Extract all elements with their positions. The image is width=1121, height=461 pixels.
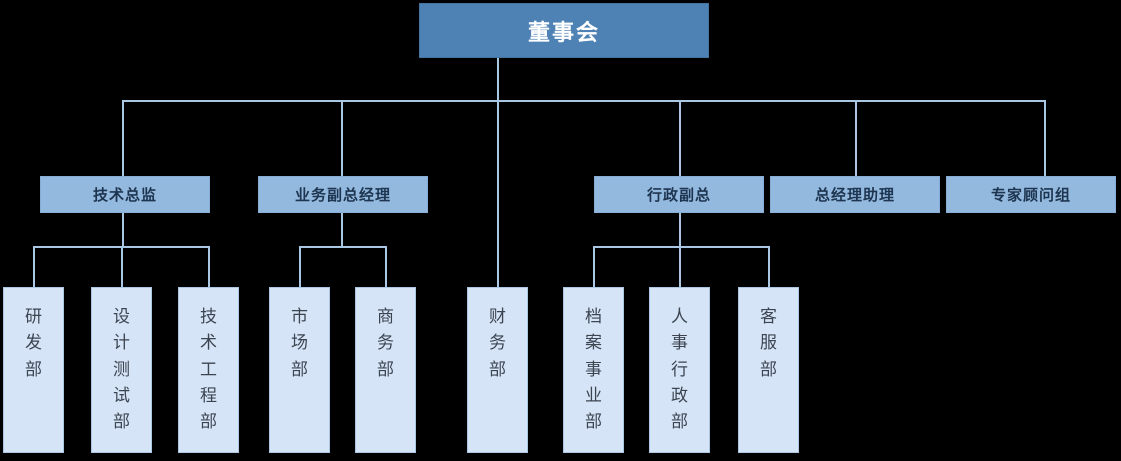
- node-finance-dept[interactable]: 财 务 部: [467, 287, 528, 453]
- connector-stem-admin-vp: [679, 213, 681, 246]
- connector-bus-admin-vp: [593, 246, 770, 248]
- node-label: 技 术 工 程 部: [200, 307, 217, 432]
- node-marketing-dept[interactable]: 市 场 部: [269, 287, 330, 453]
- node-gm-assistant[interactable]: 总经理助理: [770, 176, 940, 213]
- node-tech-director[interactable]: 技术总监: [40, 176, 210, 213]
- connector-bus-business-vp: [299, 246, 387, 248]
- node-label: 总经理助理: [814, 187, 895, 204]
- connector-drop-customer-service-dept: [768, 246, 770, 287]
- node-label: 客 服 部: [760, 307, 777, 379]
- connector-drop-marketing-dept: [299, 246, 301, 287]
- node-label: 董事会: [527, 19, 600, 45]
- connector-drop-design-test-dept: [121, 246, 123, 287]
- connector-drop-tech-engineering-dept: [208, 246, 210, 287]
- connector-drop-rd-dept: [33, 246, 35, 287]
- node-label: 技术总监: [92, 187, 157, 204]
- node-label: 档 案 事 业 部: [585, 307, 602, 432]
- connector-root-stem: [497, 58, 499, 102]
- node-expert-advisory-group[interactable]: 专家顾问组: [946, 176, 1116, 213]
- node-label: 财 务 部: [489, 307, 506, 379]
- connector-stem-business-vp: [341, 213, 343, 246]
- node-rd-dept[interactable]: 研 发 部: [3, 287, 64, 453]
- node-label: 市 场 部: [291, 307, 308, 379]
- node-board-of-directors[interactable]: 董事会: [419, 3, 709, 58]
- connector-drop-admin-vp: [679, 100, 681, 176]
- connector-drop-business-vp: [341, 100, 343, 176]
- node-label: 研 发 部: [25, 307, 42, 379]
- node-commerce-dept[interactable]: 商 务 部: [355, 287, 416, 453]
- node-label: 行政副总: [646, 187, 711, 204]
- node-business-vp[interactable]: 业务副总经理: [258, 176, 428, 213]
- node-label: 人 事 行 政 部: [671, 307, 688, 432]
- connector-drop-gm-assistant: [855, 100, 857, 176]
- node-label: 业务副总经理: [294, 187, 391, 204]
- node-customer-service-dept[interactable]: 客 服 部: [738, 287, 799, 453]
- connector-stem-tech-director: [122, 213, 124, 246]
- node-design-test-dept[interactable]: 设 计 测 试 部: [91, 287, 152, 453]
- connector-drop-tech-director: [122, 100, 124, 176]
- connector-drop-archives-dept: [593, 246, 595, 287]
- node-admin-vp[interactable]: 行政副总: [594, 176, 764, 213]
- node-label: 专家顾问组: [990, 187, 1071, 204]
- connector-main-bus: [122, 100, 1046, 102]
- node-tech-engineering-dept[interactable]: 技 术 工 程 部: [178, 287, 239, 453]
- connector-drop-commerce-dept: [385, 246, 387, 287]
- node-label: 设 计 测 试 部: [113, 307, 130, 432]
- node-archives-dept[interactable]: 档 案 事 业 部: [563, 287, 624, 453]
- connector-drop-finance-dept: [497, 100, 499, 287]
- connector-drop-hr-admin-dept: [679, 246, 681, 287]
- connector-drop-expert-group: [1044, 100, 1046, 176]
- node-hr-admin-dept[interactable]: 人 事 行 政 部: [649, 287, 710, 453]
- node-label: 商 务 部: [377, 307, 394, 379]
